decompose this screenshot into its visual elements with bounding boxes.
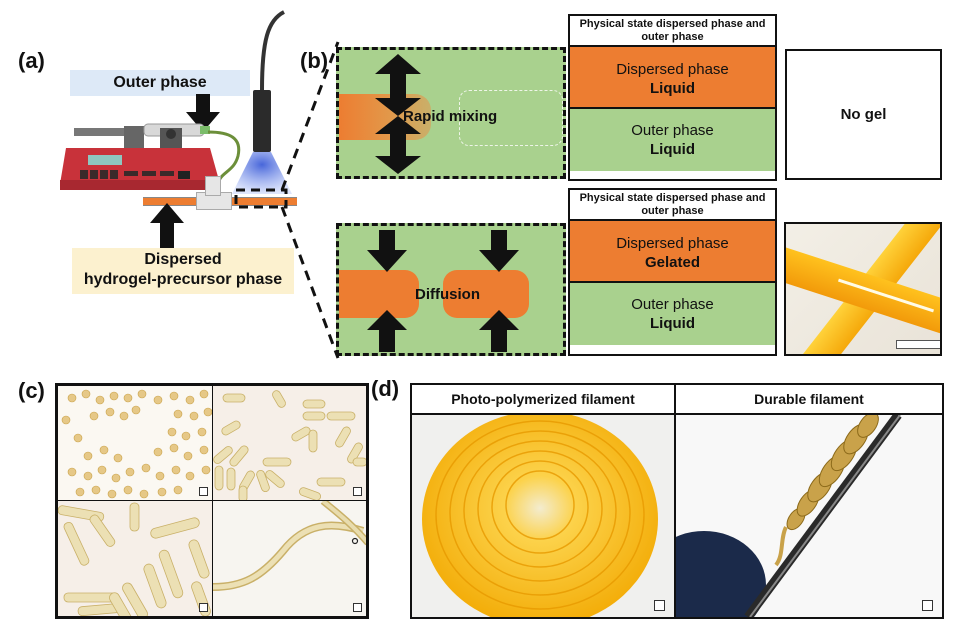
panel-d-label: (d) <box>371 376 400 401</box>
coiled-filament-on-tweezers <box>676 415 902 617</box>
diffusion-diagram: Diffusion <box>336 223 566 356</box>
dispersed-plug-left <box>339 270 419 318</box>
durable-filament-image <box>674 413 944 619</box>
bidirectional-arrow-icon <box>375 54 421 174</box>
column-header-photo-polymerized: Photo-polymerized filament <box>410 383 676 415</box>
filament-horizontal <box>786 244 940 342</box>
syringe-pump-icon <box>60 123 220 190</box>
dispersed-phase-state: Gelated <box>644 254 701 271</box>
dispersed-plug-right <box>443 270 529 318</box>
dispersed-phase-cell: Dispersed phase Gelated <box>570 221 775 283</box>
zoom-callout-lines <box>234 41 340 359</box>
scale-marker <box>199 603 208 612</box>
dispersed-label-line2: hydrogel-precursor phase <box>83 271 283 288</box>
outer-phase-cell: Outer phase Liquid <box>570 283 775 345</box>
mixed-plug-outline <box>459 90 563 146</box>
micrograph-grid <box>55 383 369 619</box>
mechanism-label: Rapid mixing <box>403 108 498 125</box>
panel-b-label: (b) <box>300 48 329 73</box>
scale-marker <box>353 487 362 496</box>
outer-phase-state: Liquid <box>650 141 695 158</box>
t-junction-stem <box>205 176 221 196</box>
dispersed-phase-state: Liquid <box>650 80 695 97</box>
dispersed-phase-arrow-icon <box>150 203 184 249</box>
outer-phase-arrow-icon <box>186 94 220 132</box>
scale-marker <box>199 487 208 496</box>
result-label: No gel <box>840 106 887 123</box>
micrograph-long-rods <box>57 500 213 617</box>
micrograph-filament <box>212 500 367 617</box>
outer-phase-state: Liquid <box>650 315 695 332</box>
scale-bar <box>896 340 940 349</box>
dispersed-phase-title: Dispersed phase <box>616 235 729 252</box>
long-rod-particles <box>58 502 211 616</box>
dispersed-label-line1: Dispersed <box>144 251 222 268</box>
panel-c-label: (c) <box>18 378 45 403</box>
micrograph-short-rods <box>212 385 367 501</box>
scale-marker <box>353 603 362 612</box>
photo-polymerized-filament-image <box>410 413 676 619</box>
state-table-header: Physical state dispersed phase and outer… <box>570 190 775 221</box>
outer-phase-label: Outer phase <box>70 70 250 96</box>
spiral-filament <box>422 415 658 617</box>
sphere-particles <box>61 389 212 499</box>
state-table-header: Physical state dispersed phase and outer… <box>570 16 775 47</box>
continuous-filament <box>213 501 366 591</box>
mechanism-label: Diffusion <box>415 286 480 303</box>
rapid-mixing-diagram: Rapid mixing <box>336 47 566 179</box>
outer-phase-title: Outer phase <box>631 296 714 313</box>
dispersed-phase-label: Dispersed hydrogel-precursor phase <box>72 248 294 294</box>
dispersed-phase-title: Dispersed phase <box>616 61 729 78</box>
panel-a-label: (a) <box>18 48 45 73</box>
short-rod-particles <box>213 390 366 500</box>
scale-marker <box>654 600 665 611</box>
scale-marker <box>922 600 933 611</box>
state-table-row1: Physical state dispersed phase and outer… <box>568 14 777 181</box>
outer-phase-tubing <box>207 130 241 185</box>
state-table-row2: Physical state dispersed phase and outer… <box>568 188 777 356</box>
result-no-gel-box: No gel <box>785 49 942 180</box>
gelated-filament-photo <box>784 222 942 356</box>
column-header-durable: Durable filament <box>674 383 944 415</box>
outer-phase-cell: Outer phase Liquid <box>570 109 775 171</box>
diffusion-arrows-left-icon <box>367 230 407 352</box>
dispersed-phase-cell: Dispersed phase Liquid <box>570 47 775 109</box>
outer-phase-title: Outer phase <box>631 122 714 139</box>
diffusion-arrows-right-icon <box>479 230 519 352</box>
micrograph-spheres <box>57 385 213 501</box>
uv-lamp-icon <box>232 10 292 194</box>
